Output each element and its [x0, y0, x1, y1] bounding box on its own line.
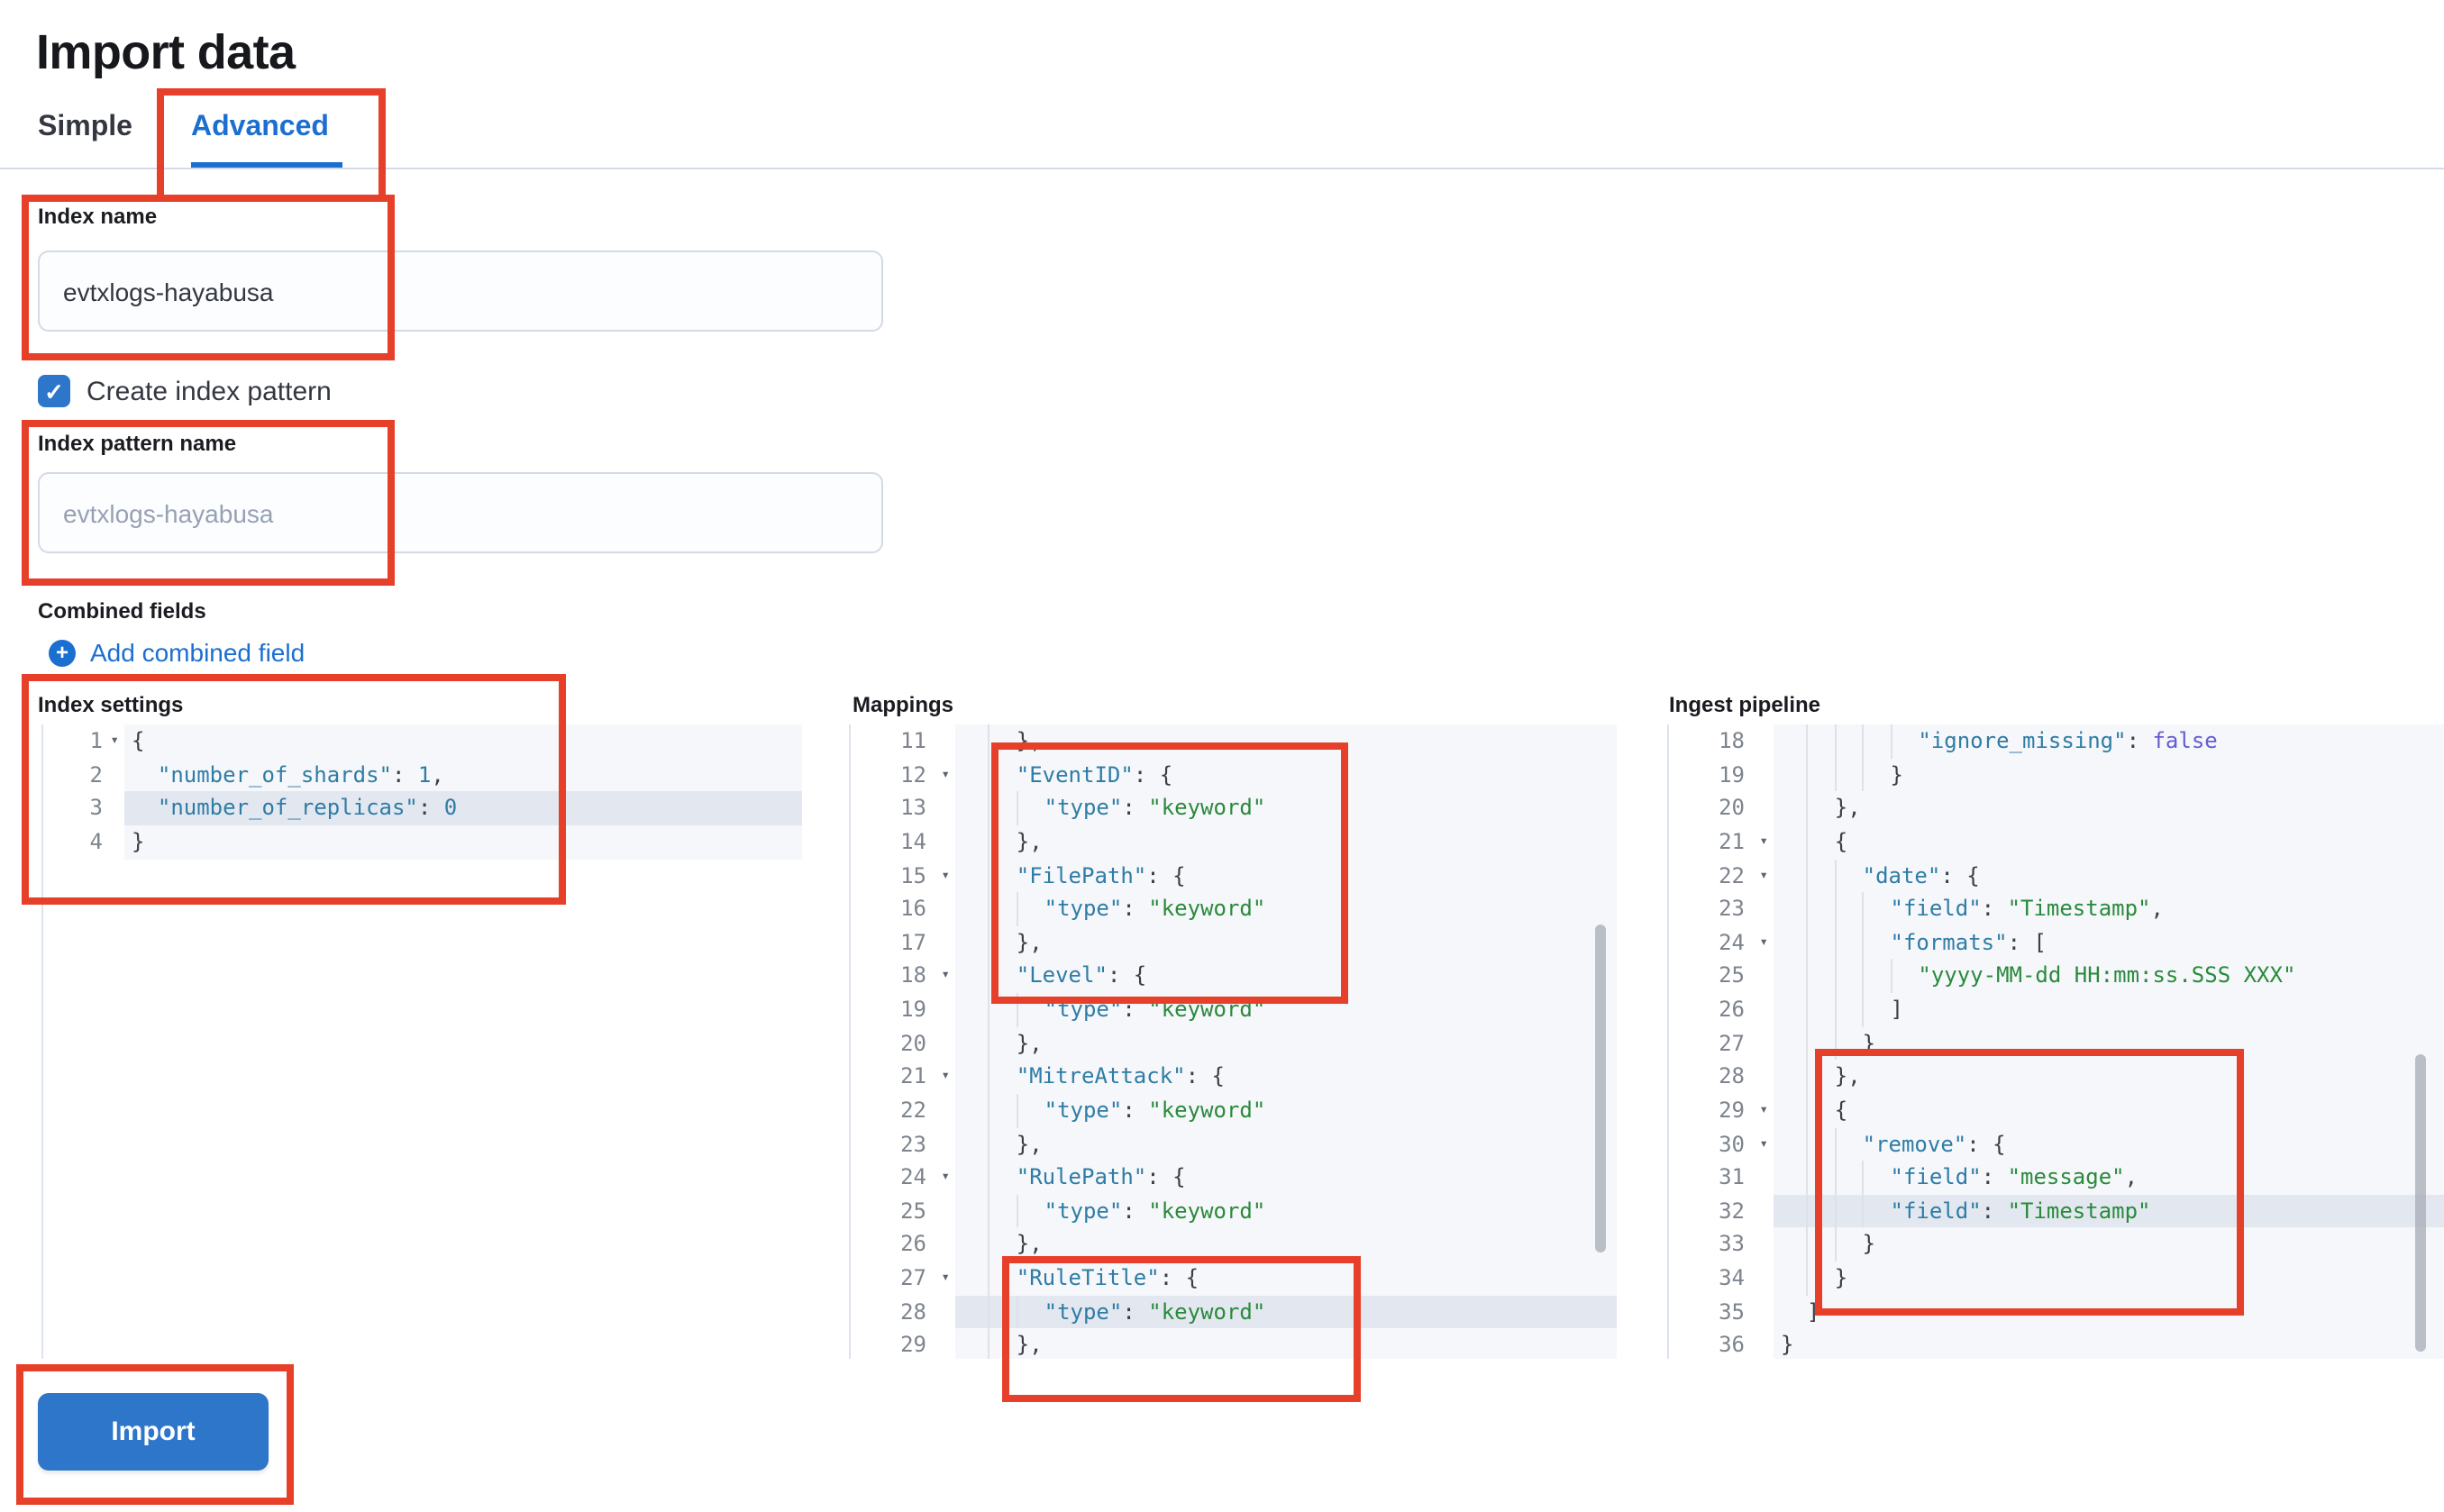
fold-arrow-icon[interactable]: ▾	[1759, 1100, 1768, 1117]
code-line: 25 "type": "keyword"	[851, 1194, 1617, 1228]
fold-arrow-icon[interactable]: ▾	[1759, 933, 1768, 950]
code-line: 18▾ "Level": {	[851, 959, 1617, 993]
code-line: 28 "type": "keyword"	[851, 1295, 1617, 1329]
fold-arrow-icon[interactable]: ▾	[941, 1269, 950, 1285]
tab-simple[interactable]: Simple	[38, 112, 132, 142]
code-line: 33 }	[1669, 1227, 2444, 1262]
code-line: 24▾ "formats": [	[1669, 925, 2444, 960]
tabs-divider	[0, 168, 2444, 169]
fold-arrow-icon[interactable]: ▾	[941, 1168, 950, 1185]
index-settings-editor[interactable]: 1▾{2 "number_of_shards": 1,3 "number_of_…	[41, 724, 802, 1359]
code-line: 3 "number_of_replicas": 0	[43, 791, 802, 825]
index-name-input[interactable]: evtxlogs-hayabusa	[38, 250, 883, 332]
fold-arrow-icon[interactable]: ▾	[1759, 832, 1768, 849]
code-line: 19 }	[1669, 758, 2444, 792]
mappings-label: Mappings	[853, 692, 953, 717]
code-line: 22▾ "date": {	[1669, 859, 2444, 893]
import-button[interactable]: Import	[38, 1393, 269, 1471]
index-pattern-name-label: Index pattern name	[38, 431, 237, 456]
code-line: 1▾{	[43, 724, 802, 759]
code-line: 12▾ "EventID": {	[851, 758, 1617, 792]
code-line: 21▾ {	[1669, 824, 2444, 859]
code-line: 20 },	[851, 1026, 1617, 1061]
fold-arrow-icon[interactable]: ▾	[1759, 866, 1768, 882]
active-tab-underline	[191, 162, 342, 168]
code-line: 13 "type": "keyword"	[851, 791, 1617, 825]
tab-advanced[interactable]: Advanced	[191, 112, 329, 142]
fold-arrow-icon[interactable]: ▾	[941, 866, 950, 882]
index-name-label: Index name	[38, 204, 158, 229]
fold-arrow-icon[interactable]: ▾	[110, 732, 119, 748]
annotation-box-advanced-tab	[157, 88, 386, 202]
code-line: 28 },	[1669, 1060, 2444, 1094]
combined-fields-label: Combined fields	[38, 598, 206, 624]
code-line: 16 "type": "keyword"	[851, 892, 1617, 926]
code-line: 27 }	[1669, 1026, 2444, 1061]
code-line: 30▾ "remove": {	[1669, 1127, 2444, 1161]
add-combined-field-link[interactable]: + Add combined field	[49, 638, 305, 667]
code-line: 36}	[1669, 1328, 2444, 1359]
index-name-value: evtxlogs-hayabusa	[63, 277, 274, 305]
fold-arrow-icon[interactable]: ▾	[1759, 1134, 1768, 1151]
code-line: 34 }	[1669, 1262, 2444, 1296]
code-line: 11 },	[851, 724, 1617, 759]
ingest-pipeline-label: Ingest pipeline	[1669, 692, 1821, 717]
code-line: 26 ]	[1669, 993, 2444, 1027]
plus-in-circle-icon: +	[49, 639, 76, 666]
code-line: 4}	[43, 824, 802, 859]
code-line: 27▾ "RuleTitle": {	[851, 1262, 1617, 1296]
fold-arrow-icon[interactable]: ▾	[941, 1067, 950, 1084]
code-line: 26 },	[851, 1227, 1617, 1262]
page-title: Import data	[36, 25, 296, 79]
add-combined-field-label: Add combined field	[90, 638, 306, 667]
code-line: 14 },	[851, 824, 1617, 859]
code-line: 31 "field": "message",	[1669, 1161, 2444, 1195]
create-index-pattern-label: Create index pattern	[87, 377, 332, 407]
code-line: 15▾ "FilePath": {	[851, 859, 1617, 893]
code-line: 25 "yyyy-MM-dd HH:mm:ss.SSS XXX"	[1669, 959, 2444, 993]
code-line: 32 "field": "Timestamp"	[1669, 1194, 2444, 1228]
index-settings-label: Index settings	[38, 692, 184, 717]
code-line: 23 },	[851, 1127, 1617, 1161]
code-line: 29 },	[851, 1328, 1617, 1359]
code-line: 22 "type": "keyword"	[851, 1093, 1617, 1127]
create-index-pattern-checkbox[interactable]: ✓	[38, 375, 70, 407]
code-line: 18 "ignore_missing": false	[1669, 724, 2444, 759]
code-line: 20 },	[1669, 791, 2444, 825]
code-line: 19 "type": "keyword"	[851, 993, 1617, 1027]
mappings-scrollbar[interactable]	[1595, 925, 1606, 1252]
code-line: 17 },	[851, 925, 1617, 960]
code-line: 21▾ "MitreAttack": {	[851, 1060, 1617, 1094]
code-line: 23 "field": "Timestamp",	[1669, 892, 2444, 926]
check-icon: ✓	[44, 378, 64, 405]
code-line: 24▾ "RulePath": {	[851, 1161, 1617, 1195]
ingest-pipeline-scrollbar[interactable]	[2415, 1054, 2426, 1352]
fold-arrow-icon[interactable]: ▾	[941, 765, 950, 782]
code-line: 29▾ {	[1669, 1093, 2444, 1127]
index-pattern-name-input[interactable]: evtxlogs-hayabusa	[38, 472, 883, 553]
fold-arrow-icon[interactable]: ▾	[941, 966, 950, 983]
mappings-editor[interactable]: 11 },12▾ "EventID": {13 "type": "keyword…	[849, 724, 1617, 1359]
code-line: 35 ]	[1669, 1295, 2444, 1329]
index-pattern-name-placeholder: evtxlogs-hayabusa	[63, 498, 274, 527]
code-line: 2 "number_of_shards": 1,	[43, 758, 802, 792]
